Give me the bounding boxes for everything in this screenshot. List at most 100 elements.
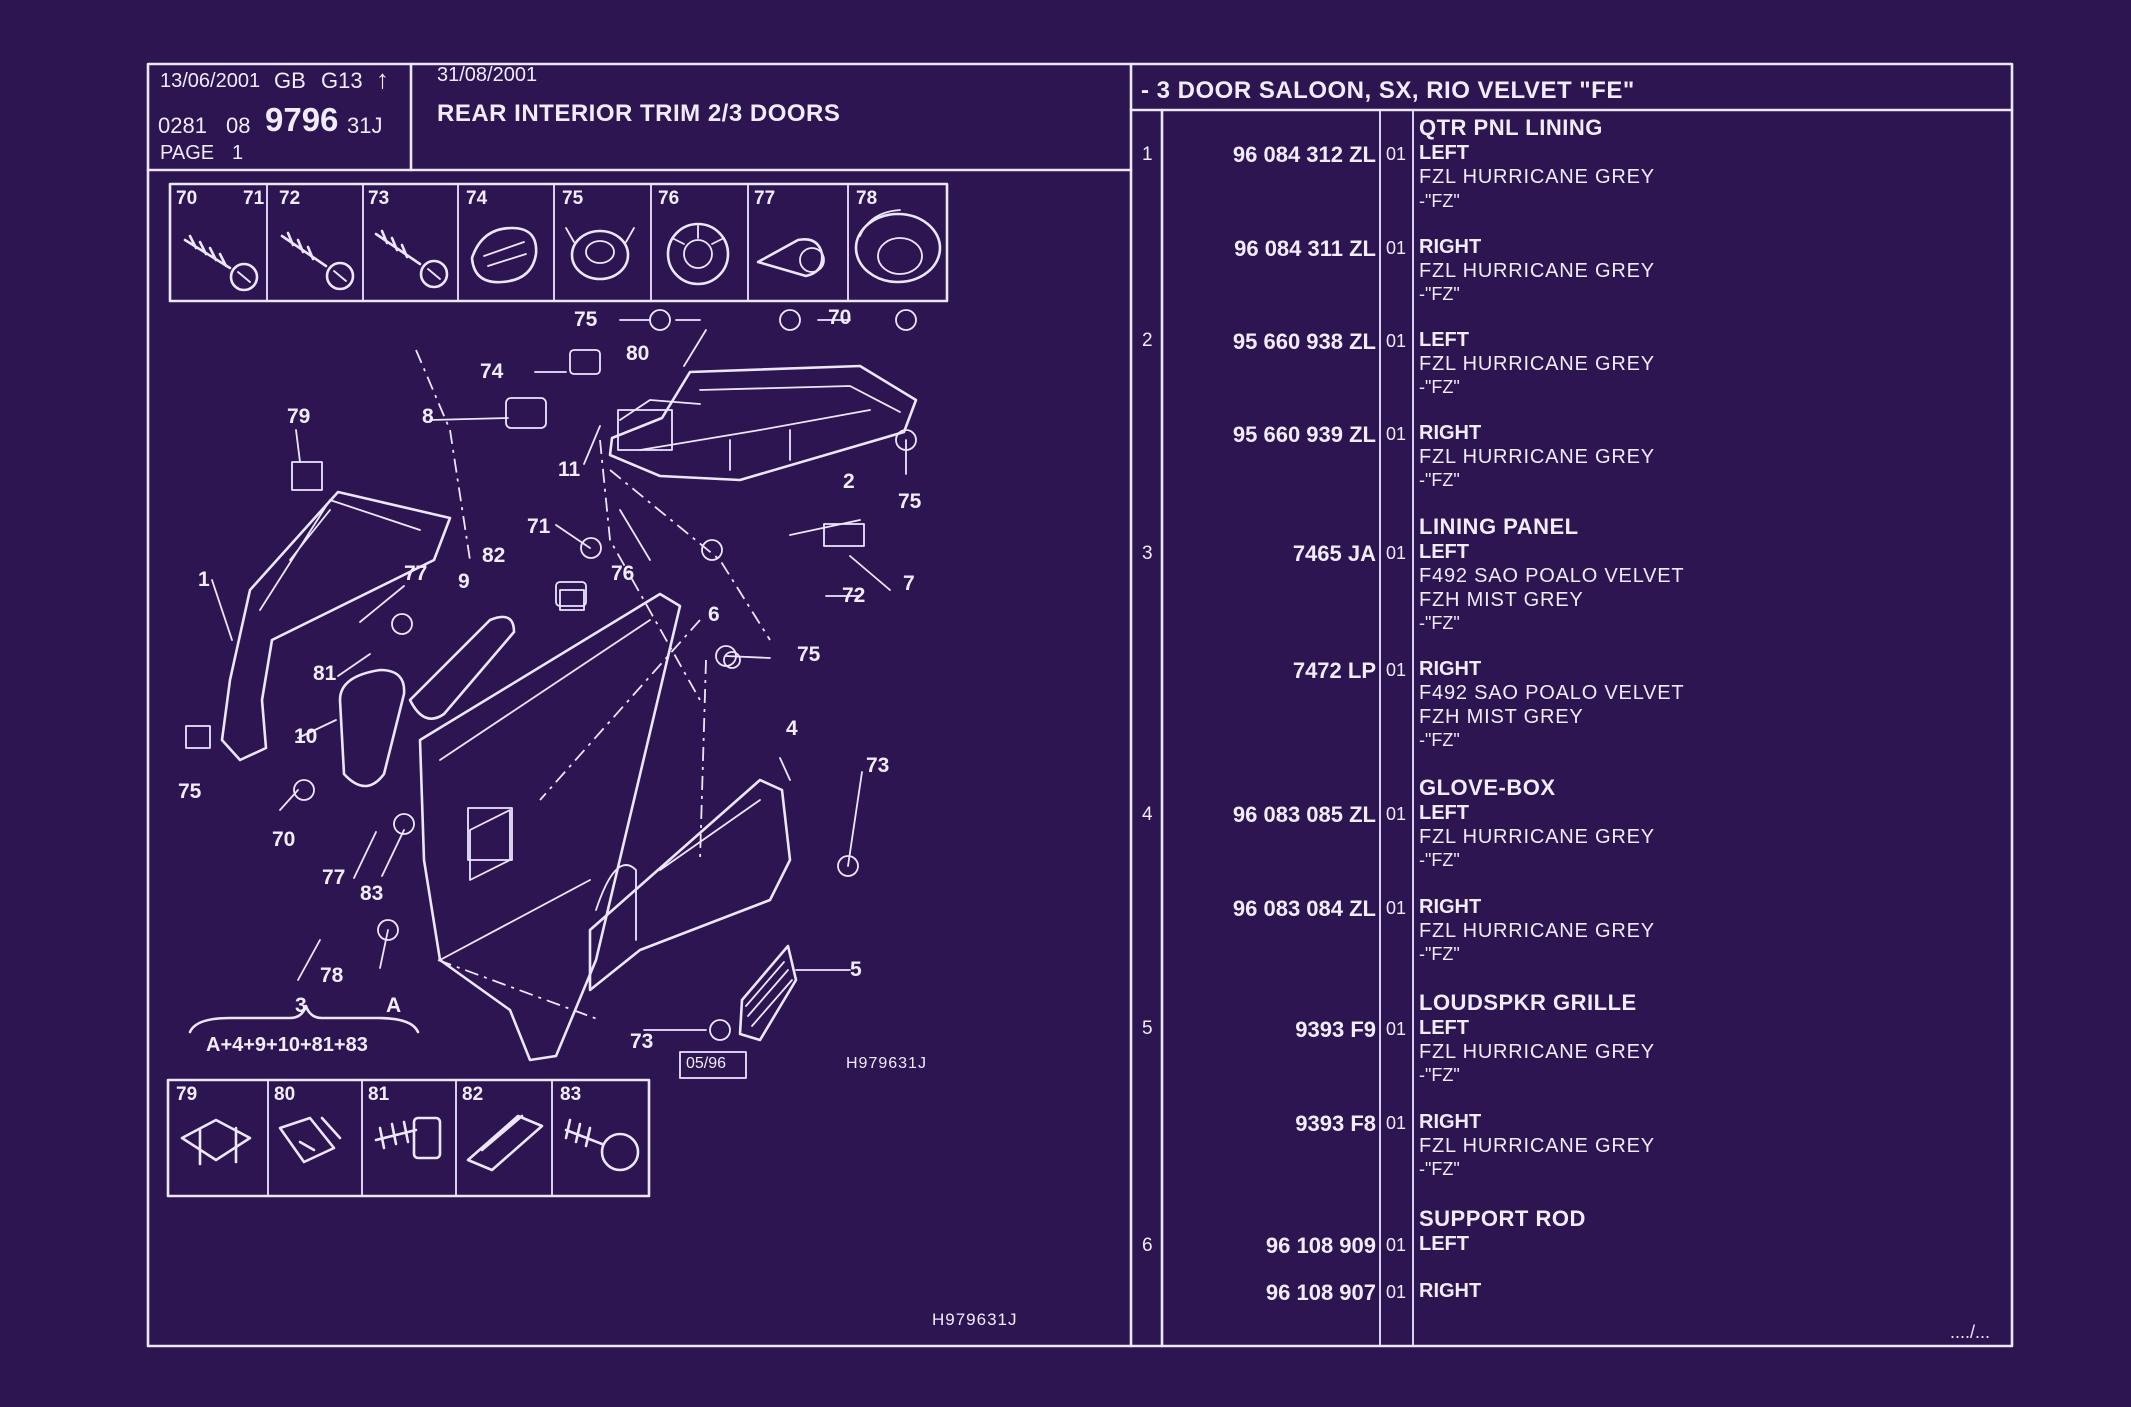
fastener-label: 76 (658, 188, 680, 209)
fastener-label: 74 (466, 188, 488, 209)
part-line: FZL HURRICANE GREY (1419, 353, 1655, 375)
part-line: -"FZ" (1419, 470, 1460, 490)
screw-icon (280, 231, 355, 291)
part-number: 96 083 084 ZL (1232, 896, 1376, 921)
part-side: LEFT (1419, 142, 1469, 164)
fastener-label: 82 (462, 1084, 484, 1105)
part-line: FZL HURRICANE GREY (1419, 826, 1655, 848)
part-header: LOUDSPKR GRILLE (1419, 990, 1637, 1015)
part-number: 95 660 939 ZL (1232, 422, 1376, 447)
part-side: RIGHT (1419, 236, 1482, 258)
part-qty: 01 (1386, 424, 1407, 444)
part-line: -"FZ" (1419, 613, 1460, 633)
speaker-grille-drawing (738, 944, 798, 1042)
callout: 5 (850, 958, 862, 981)
callout: 79 (287, 405, 311, 428)
fastener-label: 75 (562, 188, 584, 209)
part-side: RIGHT (1419, 1280, 1482, 1302)
callout: 74 (480, 360, 504, 383)
part-ref: 2 (1142, 330, 1153, 351)
push-pin-icon (564, 1118, 640, 1172)
continuation-mark: ..../... (1950, 1322, 1991, 1342)
part-line: -"FZ" (1419, 1159, 1460, 1179)
part-qty: 01 (1386, 238, 1407, 258)
model-description: - 3 DOOR SALOON, SX, RIO VELVET "FE" (1141, 77, 1635, 104)
glove-box-drawing (588, 778, 792, 992)
callout: 80 (626, 342, 650, 365)
part-qty: 01 (1386, 898, 1407, 918)
callout: 73 (630, 1030, 654, 1053)
part-ref: 3 (1142, 543, 1153, 564)
part-number: 96 084 311 ZL (1234, 236, 1376, 261)
grommet-icon (666, 222, 730, 286)
part-line: -"FZ" (1419, 944, 1460, 964)
part-number: 96 108 907 (1265, 1280, 1376, 1305)
part-line: -"FZ" (1419, 284, 1460, 304)
part-qty: 01 (1386, 144, 1407, 164)
part-side: RIGHT (1419, 896, 1482, 918)
callout: 7 (903, 572, 915, 595)
fastener-label: 79 (176, 1084, 198, 1105)
callout: 82 (482, 544, 506, 567)
part-ref: 5 (1142, 1018, 1153, 1039)
push-pin-icon (374, 1116, 442, 1160)
callout: 6 (708, 603, 720, 626)
channel-clip-icon (466, 1114, 544, 1172)
part-number: 7472 LP (1292, 658, 1376, 683)
part-side: LEFT (1419, 329, 1469, 351)
clip-icon (470, 226, 538, 284)
fastener-label: 71 (243, 188, 265, 209)
part-line: -"FZ" (1419, 850, 1460, 870)
part-header: QTR PNL LINING (1419, 115, 1603, 140)
assembly-brace (188, 1004, 420, 1034)
part-header: LINING PANEL (1419, 514, 1579, 539)
part-side: RIGHT (1419, 1111, 1482, 1133)
callout: 75 (178, 780, 202, 803)
page-number: 1 (232, 142, 244, 164)
part-number: 96 108 909 (1265, 1233, 1376, 1258)
part-side: LEFT (1419, 1233, 1469, 1255)
part-side: LEFT (1419, 802, 1469, 824)
part-ref: 6 (1142, 1235, 1153, 1256)
part-number: 95 660 938 ZL (1232, 329, 1376, 354)
fastener-label: 73 (368, 188, 390, 209)
callout: 75 (898, 490, 922, 513)
part-number: 96 083 085 ZL (1232, 802, 1376, 827)
part-qty: 01 (1386, 660, 1407, 680)
assembly-formula: A+4+9+10+81+83 (206, 1034, 368, 1056)
drawing-code: H979631J (846, 1055, 927, 1072)
part-line: -"FZ" (1419, 1065, 1460, 1085)
callout: 77 (404, 562, 428, 585)
callout: 76 (611, 562, 635, 585)
fastener-label: 78 (856, 188, 878, 209)
fastener-label: 77 (754, 188, 776, 209)
callout: 9 (458, 570, 470, 593)
callout: 81 (313, 662, 337, 685)
part-line: F492 SAO POALO VELVET (1419, 565, 1685, 587)
part-ref: 4 (1142, 804, 1153, 825)
part-number: 9393 F8 (1295, 1111, 1376, 1136)
screw-icon (374, 229, 449, 289)
part-line: -"FZ" (1419, 377, 1460, 397)
callout: 75 (574, 308, 598, 331)
country-code: GB (274, 68, 306, 93)
part-number: 96 084 312 ZL (1232, 142, 1376, 167)
fastener-label: 83 (560, 1084, 582, 1105)
part-line: F492 SAO POALO VELVET (1419, 682, 1685, 704)
callout: 70 (828, 306, 852, 329)
callout: 11 (558, 458, 581, 481)
fastener-label: 81 (368, 1084, 390, 1105)
part-line: FZL HURRICANE GREY (1419, 260, 1655, 282)
part-header: SUPPORT ROD (1419, 1206, 1586, 1231)
part-side: RIGHT (1419, 658, 1482, 680)
part-number: 9393 F9 (1295, 1017, 1376, 1042)
lining-panel-drawing (418, 592, 682, 1062)
drawing-code: H979631J (932, 1310, 1018, 1329)
rivet-icon (756, 238, 825, 278)
callout: 3 (295, 994, 307, 1017)
ring-clip-icon (854, 209, 942, 284)
ref-prefix: 0281 (158, 113, 207, 138)
callout: 72 (842, 584, 866, 607)
fastener-label: 72 (279, 188, 301, 209)
